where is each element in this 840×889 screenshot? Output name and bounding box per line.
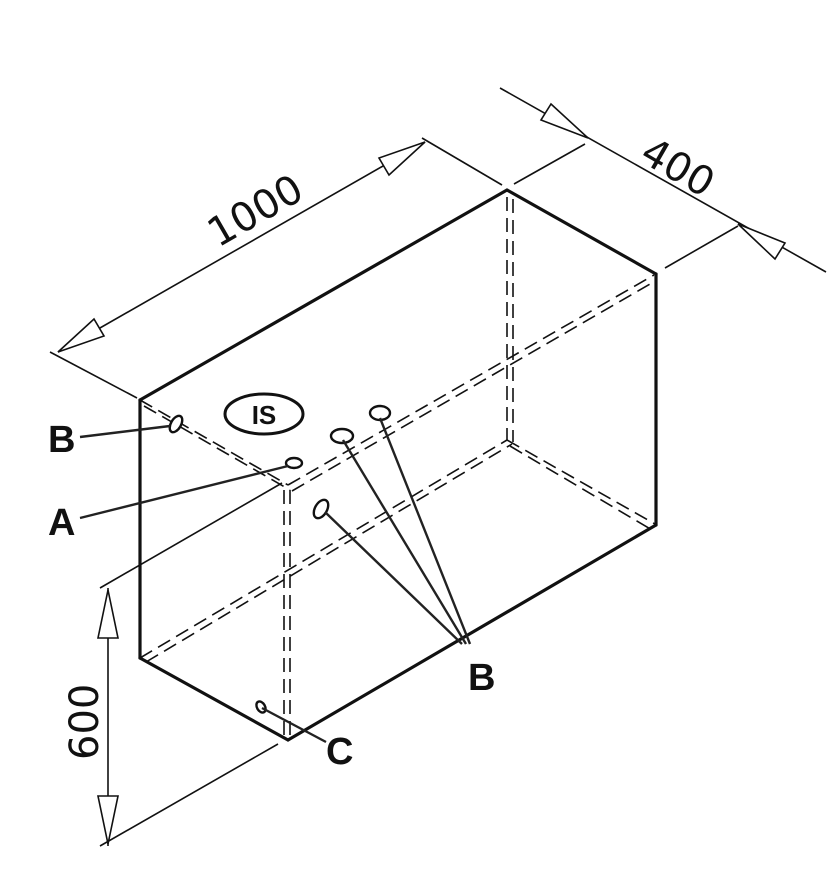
height-arrow-top <box>97 589 119 639</box>
leader-lines <box>79 417 472 744</box>
height-label: 600 <box>62 684 108 760</box>
label-b-left: B <box>48 419 75 461</box>
hole-b-front <box>312 498 330 520</box>
depth-arrow-top <box>539 102 589 139</box>
hole-a <box>284 456 304 470</box>
extension-lines <box>49 137 739 847</box>
depth-arrow-bottom <box>737 223 787 261</box>
box-outline <box>138 188 658 742</box>
hidden-edges <box>139 197 656 740</box>
callout-labels: B A B C <box>48 419 495 773</box>
holes <box>168 404 392 714</box>
height-dimension: 600 <box>62 588 119 846</box>
label-c: C <box>326 731 353 773</box>
label-a: A <box>48 502 75 544</box>
hole-c <box>255 700 267 714</box>
is-badge-text: IS <box>252 400 277 430</box>
length-arrow-left <box>57 317 106 353</box>
is-badge-oval <box>223 392 305 436</box>
height-arrow-bottom <box>97 795 119 845</box>
is-badge: IS <box>223 392 305 436</box>
depth-label: 400 <box>633 129 722 207</box>
hole-b-side <box>168 414 184 434</box>
length-dimension: 1000 <box>57 141 426 353</box>
length-label: 1000 <box>200 166 311 257</box>
length-arrow-right <box>377 141 426 177</box>
label-b-group: B <box>468 657 495 699</box>
hole-b-top-2 <box>368 404 392 422</box>
hole-b-top-1 <box>329 427 355 445</box>
depth-dimension: 400 <box>499 87 827 273</box>
